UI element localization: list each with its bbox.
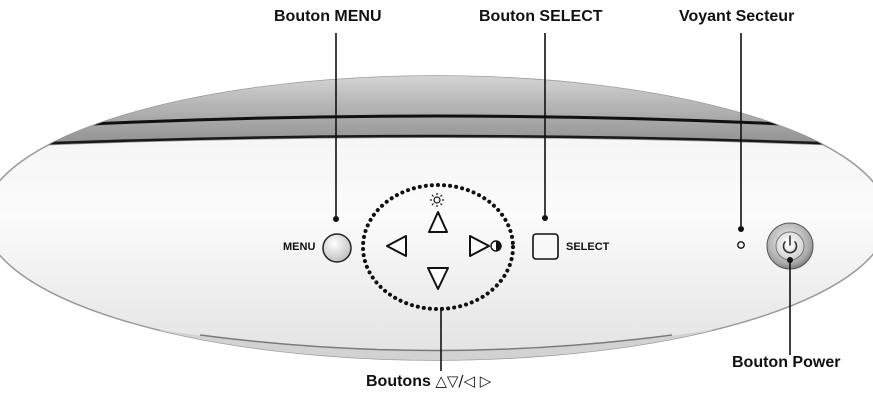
select-button-callout: Bouton SELECT xyxy=(479,8,603,25)
menu-button-callout: Bouton MENU xyxy=(274,8,382,25)
led-leader-dot xyxy=(738,226,744,232)
select-leader-dot xyxy=(542,215,548,221)
power-button[interactable] xyxy=(766,222,814,270)
arrow-buttons-callout-text: Boutons xyxy=(366,373,431,390)
leader-lines xyxy=(333,33,793,371)
arrow-buttons-callout: Boutons △▽/◁ ▷ xyxy=(366,374,491,390)
select-panel-label: SELECT xyxy=(566,241,610,253)
menu-button[interactable] xyxy=(322,233,352,263)
power-led-callout: Voyant Secteur xyxy=(679,8,795,25)
power-leader-dot xyxy=(787,257,793,263)
contrast-icon xyxy=(490,240,502,252)
monitor-bezel xyxy=(0,75,873,361)
menu-panel-label: MENU xyxy=(283,241,316,253)
left-arrow-icon[interactable] xyxy=(386,235,407,257)
select-button[interactable] xyxy=(532,233,559,260)
brightness-icon xyxy=(430,193,444,207)
arrow-keys-group-outline xyxy=(361,183,515,311)
menu-leader-dot xyxy=(333,216,339,222)
right-arrow-icon[interactable] xyxy=(469,235,490,257)
power-icon xyxy=(782,235,798,254)
down-arrow-icon[interactable] xyxy=(427,267,449,290)
arrow-buttons-callout-glyphs: △▽/◁ ▷ xyxy=(435,372,492,390)
power-indicator-led xyxy=(737,241,745,249)
power-button-callout: Bouton Power xyxy=(732,354,841,371)
up-arrow-icon[interactable] xyxy=(428,211,448,233)
